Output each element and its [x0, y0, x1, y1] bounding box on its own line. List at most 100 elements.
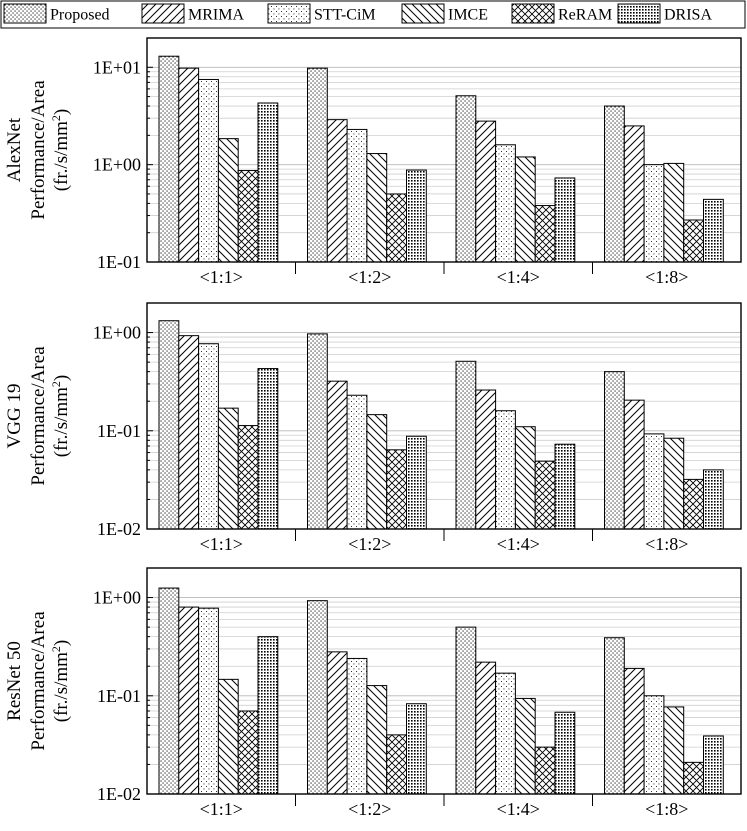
- bar-proposed-1: [158, 320, 180, 530]
- bar-stt-cim-4: [643, 695, 665, 795]
- legend-swatch: [511, 3, 555, 24]
- bars: [158, 320, 724, 530]
- bar-proposed-1: [158, 587, 180, 795]
- bar-stt-cim-2: [346, 394, 368, 530]
- x-tick-label: <1:8>: [645, 534, 688, 554]
- bar-proposed-3: [455, 360, 477, 530]
- y-tick-label: 1E+00: [93, 155, 141, 175]
- bar-drisa-2: [406, 169, 427, 263]
- resnet50-panel: 1E-021E-011E+00<1:1><1:2><1:4><1:8>ResNe…: [4, 567, 742, 819]
- bar-proposed-3: [455, 95, 477, 263]
- bar-drisa-1: [257, 368, 279, 530]
- bar-imce-1: [217, 678, 239, 795]
- bar-proposed-2: [307, 67, 328, 263]
- bar-proposed-2: [307, 600, 328, 795]
- x-tick-label: <1:4>: [497, 534, 540, 554]
- bar-imce-1: [217, 138, 239, 263]
- bar-proposed-3: [455, 626, 477, 795]
- x-tick-label: <1:8>: [645, 799, 688, 819]
- legend-item-proposed: Proposed: [3, 3, 110, 24]
- network-name: AlexNet: [4, 117, 25, 182]
- legend-label: DRISA: [664, 7, 712, 24]
- bar-stt-cim-3: [495, 672, 516, 795]
- bar-stt-cim-3: [495, 410, 516, 530]
- bar-drisa-4: [703, 735, 724, 795]
- bar-mrima-4: [623, 125, 645, 263]
- legend-item-reram: ReRAM: [511, 3, 612, 24]
- x-axis: <1:1><1:2><1:4><1:8>: [200, 794, 688, 819]
- x-axis: <1:1><1:2><1:4><1:8>: [200, 529, 688, 554]
- bar-drisa-3: [554, 177, 576, 263]
- legend-label: MRIMA: [188, 7, 244, 24]
- bar-drisa-4: [703, 198, 724, 263]
- metric-label: Performance/Area: [28, 611, 49, 751]
- bar-drisa-1: [257, 102, 279, 263]
- x-tick-label: <1:1>: [200, 534, 243, 554]
- bar-reram-4: [683, 219, 705, 263]
- bar-reram-4: [683, 761, 705, 795]
- bar-proposed-4: [604, 105, 625, 263]
- bar-mrima-2: [326, 651, 348, 795]
- y-tick-label: 1E+00: [93, 588, 141, 608]
- alexnet-panel: 1E-011E+001E+01<1:1><1:2><1:4><1:8>AlexN…: [4, 37, 742, 287]
- x-tick-label: <1:8>: [645, 267, 688, 287]
- legend-swatch: [3, 3, 47, 24]
- bar-drisa-1: [257, 636, 279, 795]
- bar-imce-3: [514, 426, 536, 530]
- legend-item-imce: IMCE: [401, 3, 488, 24]
- bar-mrima-4: [623, 399, 645, 530]
- bar-reram-3: [534, 205, 556, 263]
- bar-imce-1: [217, 407, 239, 530]
- unit-label: (fr./s/mm2): [49, 640, 72, 723]
- bar-imce-3: [514, 156, 536, 263]
- legend-label: IMCE: [448, 7, 488, 24]
- metric-label: Performance/Area: [28, 346, 49, 486]
- bar-mrima-2: [326, 380, 348, 530]
- legend-label: ReRAM: [558, 7, 612, 24]
- bar-drisa-3: [554, 711, 576, 795]
- bar-stt-cim-4: [643, 164, 665, 263]
- bars: [158, 587, 724, 795]
- bar-stt-cim-1: [198, 607, 219, 795]
- bar-mrima-3: [475, 389, 497, 530]
- bar-imce-4: [663, 162, 685, 263]
- legend-label: Proposed: [50, 7, 110, 24]
- y-tick-label: 1E-01: [97, 421, 141, 441]
- bar-mrima-3: [475, 661, 497, 795]
- legend-item-drisa: DRISA: [617, 3, 712, 24]
- legend-swatch: [267, 3, 311, 24]
- bar-mrima-1: [178, 67, 200, 263]
- bar-reram-3: [534, 460, 556, 530]
- bar-mrima-4: [623, 667, 645, 795]
- x-axis: <1:1><1:2><1:4><1:8>: [200, 262, 688, 287]
- bar-drisa-2: [406, 703, 427, 795]
- y-tick-label: 1E-01: [97, 686, 141, 706]
- bar-drisa-2: [406, 435, 427, 530]
- bar-imce-2: [366, 414, 388, 530]
- metric-label: Performance/Area: [28, 80, 49, 220]
- bar-drisa-3: [554, 443, 576, 530]
- x-tick-label: <1:4>: [497, 267, 540, 287]
- y-tick-label: 1E+01: [93, 57, 141, 77]
- bar-reram-2: [386, 449, 408, 530]
- bar-reram-2: [386, 193, 408, 263]
- legend-item-mrima: MRIMA: [141, 3, 244, 24]
- bar-mrima-1: [178, 335, 200, 530]
- x-tick-label: <1:4>: [497, 799, 540, 819]
- bar-reram-2: [386, 734, 408, 795]
- bar-drisa-4: [703, 469, 724, 530]
- bar-mrima-3: [475, 120, 497, 263]
- legend-swatch: [401, 3, 445, 24]
- bar-imce-2: [366, 685, 388, 795]
- y-tick-label: 1E-01: [97, 252, 141, 272]
- bar-stt-cim-3: [495, 144, 516, 263]
- bar-stt-cim-1: [198, 78, 219, 263]
- x-tick-label: <1:1>: [200, 799, 243, 819]
